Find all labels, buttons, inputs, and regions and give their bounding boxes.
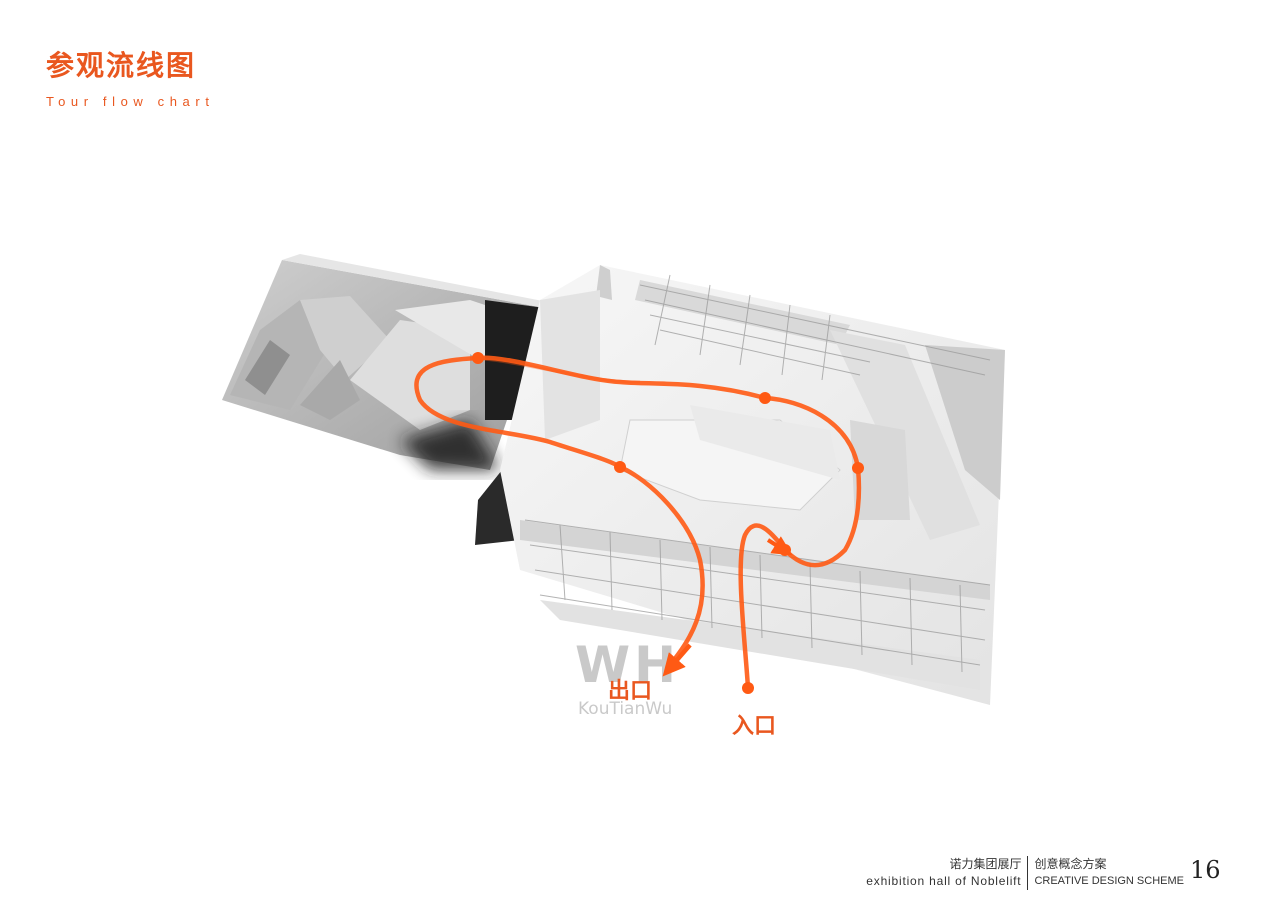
footer-scheme-cn: 创意概念方案 [1034, 857, 1107, 871]
route-stop [779, 544, 791, 556]
tour-route [414, 352, 864, 694]
footer-project-cn: 诺力集团展厅 [949, 857, 1022, 871]
exit-arrow [662, 643, 692, 677]
exit-label: 出口 [608, 679, 652, 704]
footer-project: 诺力集团展厅 exhibition hall of Noblelift [866, 856, 1029, 890]
left-annex-model [222, 254, 548, 545]
page-title: 参观流线图 [46, 49, 197, 82]
glass-facade-grid [524, 274, 991, 673]
route-stop [742, 682, 754, 694]
route-stop [852, 462, 864, 474]
footer: 诺力集团展厅 exhibition hall of Noblelift 创意概念… [866, 856, 1184, 890]
route-inner-loop [469, 356, 641, 384]
page-number: 16 [1190, 856, 1221, 884]
page-subtitle: Tour flow chart [46, 94, 215, 109]
route-stop [614, 461, 626, 473]
route-stop [759, 392, 771, 404]
watermark-text: KouTianWu [578, 699, 672, 719]
route-stop [472, 352, 484, 364]
footer-scheme-en: CREATIVE DESIGN SCHEME [1034, 875, 1184, 887]
watermark-logo: WH [575, 636, 680, 694]
entrance-label: 入口 [732, 714, 776, 739]
footer-scheme: 创意概念方案 CREATIVE DESIGN SCHEME [1028, 856, 1184, 890]
footer-project-en: exhibition hall of Noblelift [866, 874, 1022, 888]
watermark: WH KouTianWu [575, 636, 680, 719]
